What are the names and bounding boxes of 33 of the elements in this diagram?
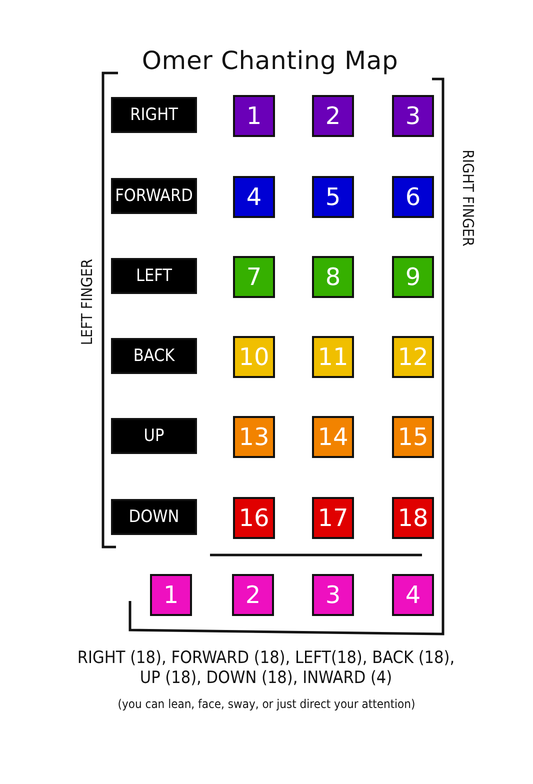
number-square: 16	[233, 497, 275, 539]
number-square: 13	[233, 416, 275, 458]
number-square: 1	[233, 95, 275, 137]
side-label: RIGHT FINGER	[459, 148, 477, 248]
note-text: (you can lean, face, sway, or just direct your attention)	[116, 697, 416, 712]
number-square: 5	[312, 176, 354, 218]
number-square: 9	[392, 256, 434, 298]
number-square: 3	[392, 95, 434, 137]
side-label: LEFT FINGER	[78, 258, 96, 348]
number-square: 4	[233, 176, 275, 218]
number-square: 15	[392, 416, 434, 458]
direction-box: UP	[111, 418, 197, 454]
number-square: 3	[312, 574, 354, 616]
number-square: 2	[232, 574, 274, 616]
direction-box: RIGHT	[111, 97, 197, 133]
direction-box: BACK	[111, 338, 197, 374]
number-square: 14	[312, 416, 354, 458]
number-square: 18	[392, 497, 434, 539]
number-square: 10	[233, 336, 275, 378]
number-square: 2	[312, 95, 354, 137]
number-square: 6	[392, 176, 434, 218]
number-square: 12	[392, 336, 434, 378]
direction-box: FORWARD	[111, 178, 197, 214]
title: Omer Chanting Map	[140, 46, 400, 75]
number-square: 1	[150, 574, 192, 616]
number-square: 8	[312, 256, 354, 298]
number-square: 7	[233, 256, 275, 298]
direction-box: LEFT	[111, 258, 197, 294]
direction-box: DOWN	[111, 499, 197, 535]
number-square: 11	[312, 336, 354, 378]
summary-text: RIGHT (18), FORWARD (18), LEFT(18), BACK (18), UP (18), DOWN (18), INWARD (4)	[76, 648, 456, 689]
number-square: 4	[392, 574, 434, 616]
number-square: 17	[312, 497, 354, 539]
